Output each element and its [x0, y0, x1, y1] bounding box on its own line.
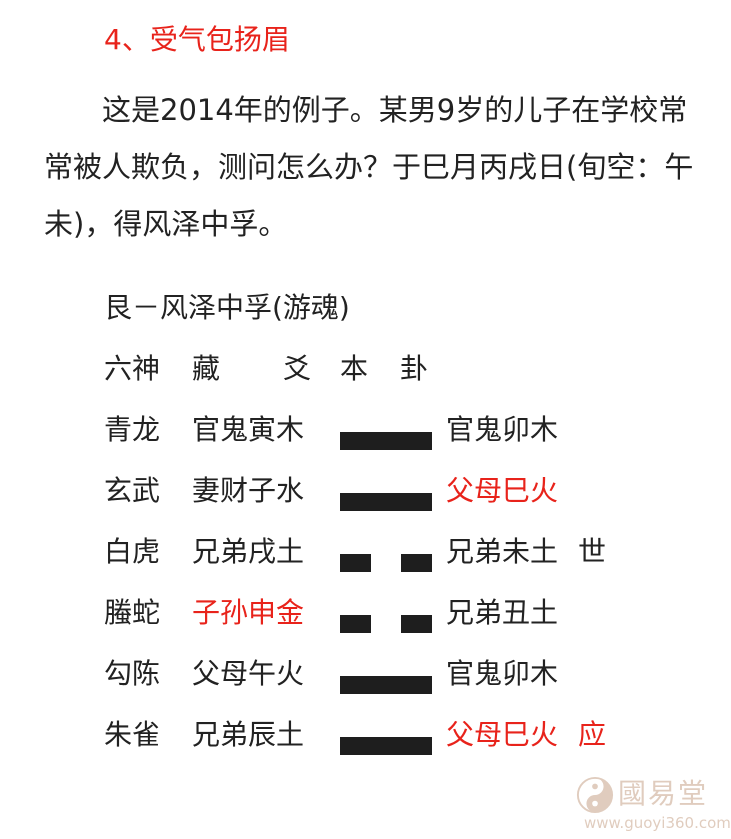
watermark-name: 國易堂: [618, 777, 709, 810]
yang-yao-segment: [340, 432, 432, 450]
fushen-cell: 子孙申金: [192, 596, 305, 629]
yang-yao-segment: [340, 676, 432, 694]
shi-ying-mark: 应: [578, 718, 607, 751]
gua-title: 艮－风泽中孚(游魂): [104, 291, 350, 324]
fushen-cell: 兄弟辰土: [192, 718, 305, 751]
benyao-cell: 官鬼卯木: [446, 657, 559, 690]
benyao-cell: 父母巳火: [446, 718, 559, 751]
yin-yang-logo-icon: [576, 776, 614, 814]
yang-yao-segment: [340, 493, 432, 511]
gua-row: 朱雀 兄弟辰土 父母巳火 应: [0, 711, 720, 759]
shi-ying-mark: 世: [578, 535, 607, 568]
header-ben: 本: [340, 352, 369, 385]
liushen-cell: 玄武: [104, 474, 161, 507]
yao-line: [340, 432, 432, 450]
gua-row: 螣蛇 子孙申金 兄弟丑土: [0, 589, 720, 637]
gua-row: 白虎 兄弟戌土 兄弟未土 世: [0, 528, 720, 576]
fushen-cell: 父母午火: [192, 657, 305, 690]
benyao-cell: 兄弟丑土: [446, 596, 559, 629]
yin-yao-segment: [340, 554, 371, 572]
liushen-cell: 螣蛇: [104, 596, 161, 629]
yang-yao-segment: [340, 737, 432, 755]
yao-line: [340, 554, 432, 572]
benyao-cell: 官鬼卯木: [446, 413, 559, 446]
yin-yao-segment: [401, 554, 432, 572]
header-liushen: 六神: [104, 352, 161, 385]
heading: 4、受气包扬眉: [104, 23, 290, 56]
yao-line: [340, 615, 432, 633]
yao-line: [340, 493, 432, 511]
liushen-cell: 白虎: [104, 535, 161, 568]
gua-row: 青龙 官鬼寅木 官鬼卯木: [0, 406, 720, 454]
liushen-cell: 青龙: [104, 413, 161, 446]
yao-line: [340, 737, 432, 755]
header-gua: 卦: [400, 352, 429, 385]
benyao-cell: 兄弟未土: [446, 535, 559, 568]
header-cang: 藏: [192, 352, 221, 385]
yin-yao-segment: [401, 615, 432, 633]
gua-row: 玄武 妻财子水 父母巳火: [0, 467, 720, 515]
benyao-cell: 父母巳火: [446, 474, 559, 507]
liushen-cell: 朱雀: [104, 718, 161, 751]
yao-line: [340, 676, 432, 694]
paragraph: 这是2014年的例子。某男9岁的儿子在学校常常被人欺负，测问怎么办？于巳月丙戌日…: [44, 93, 694, 241]
yin-yao-segment: [340, 615, 371, 633]
watermark: 國易堂 www.guoyi360.com: [576, 772, 731, 834]
fushen-cell: 兄弟戌土: [192, 535, 305, 568]
gua-row: 勾陈 父母午火 官鬼卯木: [0, 650, 720, 698]
header-yao: 爻: [283, 352, 312, 385]
fushen-cell: 妻财子水: [192, 474, 305, 507]
fushen-cell: 官鬼寅木: [192, 413, 305, 446]
watermark-url: www.guoyi360.com: [584, 814, 731, 832]
liushen-cell: 勾陈: [104, 657, 161, 690]
